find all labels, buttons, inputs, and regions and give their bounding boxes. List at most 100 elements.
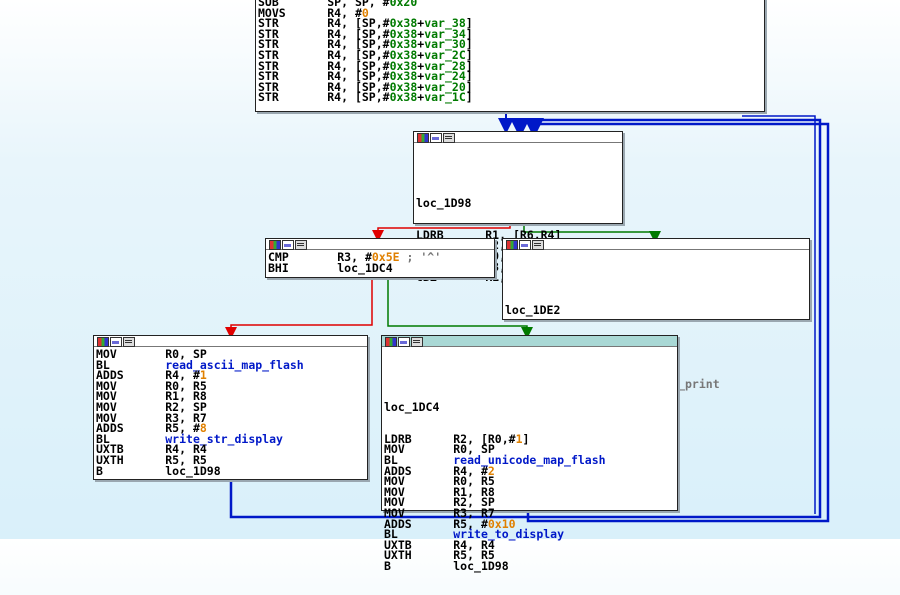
operand: R4, [SP,#: [327, 47, 390, 62]
instruction-row: MOV R0, SP: [96, 348, 365, 360]
instruction-row: MOV R3, R7: [96, 412, 365, 424]
edge-loop-to-cmp: [372, 222, 511, 242]
operand: ]: [522, 431, 530, 446]
instruction-row: MOV R0, R5: [96, 378, 365, 393]
mnemonic: BL: [96, 357, 166, 372]
mnemonic: STR: [258, 26, 328, 41]
operand: 0x10: [487, 516, 516, 531]
mnemonic: BL: [96, 431, 166, 446]
operand: R2, [R0,#: [453, 431, 516, 446]
instruction-row: STR R4, [SP,#0x38+var_24]: [258, 69, 762, 84]
mnemonic: MOV: [96, 389, 166, 404]
instruction-row: ADDS R4, #2: [384, 463, 675, 478]
operand: var_38: [424, 16, 466, 31]
operand: ]: [465, 69, 473, 84]
operand: R3, #: [337, 250, 372, 264]
operand: ]: [465, 26, 473, 41]
graph-icon: [417, 133, 429, 143]
operand: 0x38: [389, 58, 418, 73]
function-reference[interactable]: write_str_display: [165, 431, 283, 446]
operand: +: [417, 26, 425, 41]
operand: ]: [465, 37, 473, 52]
operand: R4, #: [165, 368, 200, 383]
operand: var_34: [424, 26, 466, 41]
operand: R4, [SP,#: [327, 69, 390, 84]
instruction-row: B loc_1D98: [96, 463, 365, 478]
edge-cmp-to-ascii: [225, 276, 373, 339]
operand: var_28: [424, 58, 466, 73]
instruction-row: ADDS R5, #8: [96, 421, 365, 436]
flow-edges: [225, 110, 830, 523]
instruction-row: LDRB R2, [R0,#1]: [384, 431, 675, 446]
function-reference[interactable]: read_ascii_map_flash: [165, 357, 304, 372]
operand: R1, R8: [453, 484, 495, 499]
picture-icon: [430, 133, 442, 143]
operand: R0, SP: [453, 442, 495, 457]
mnemonic: UXTH: [384, 548, 454, 563]
operand: 0x38: [389, 26, 418, 41]
instruction-row: UXTH R5, R5: [384, 548, 675, 563]
operand: R4, [SP,#: [327, 26, 390, 41]
graph-icon: [269, 240, 281, 250]
instruction-row: STR R4, [SP,#0x38+var_34]: [258, 26, 762, 41]
mnemonic: MOV: [384, 495, 454, 510]
instruction-row: MOV R0, R5: [384, 475, 675, 487]
edge-unicode-back-to-loop: [524, 118, 830, 523]
mnemonic: LDRB: [384, 431, 454, 446]
code-icon: [123, 337, 135, 347]
operand: R1, R8: [165, 389, 207, 404]
operand: R4, [SP,#: [327, 58, 390, 73]
operand: R4, [SP,#: [327, 90, 390, 105]
operand: R0, R5: [165, 378, 207, 393]
instruction-row: STR R4, [SP,#0x38+var_28]: [258, 58, 762, 73]
instruction-row: BL write_to_display: [384, 527, 675, 542]
code-icon: [443, 133, 455, 143]
operand: var_2C: [424, 47, 466, 62]
end-block-loc-1de2[interactable]: loc_1DE2 ADD SP, SP, #0x20POP.W {R4-R8,P…: [502, 238, 810, 390]
operand: 0x5E: [371, 250, 400, 264]
operand: 2: [487, 463, 495, 478]
operand: +: [417, 16, 425, 31]
mnemonic: UXTH: [96, 452, 166, 467]
operand: R4, [SP,#: [327, 79, 390, 94]
operand: loc_1D98: [453, 558, 509, 573]
operand: 0x38: [389, 79, 418, 94]
operand: R4, #: [327, 5, 362, 20]
mnemonic: LDRB: [416, 227, 486, 242]
operand: var_20: [424, 79, 466, 94]
operand: ; '^': [399, 250, 442, 264]
instruction-row: STR R4, [SP,#0x38+var_1C]: [258, 90, 762, 105]
loop-block-loc-1d98[interactable]: loc_1D98 LDRB R1, [R6,R4]MOVS R2, #4ADDS…: [413, 131, 623, 283]
mnemonic: MOV: [96, 378, 166, 393]
mnemonic: MOV: [384, 442, 454, 457]
edge-cmp-to-unicode: [387, 276, 533, 339]
instruction-row: B loc_1D98: [384, 558, 675, 573]
operand: 0x38: [389, 16, 418, 31]
operand: var_30: [424, 37, 466, 52]
instruction-row: MOV R1, R8: [96, 389, 365, 404]
operand: R4, R4: [165, 442, 207, 457]
graph-icon: [97, 337, 109, 347]
mnemonic: B: [96, 463, 166, 478]
function-reference[interactable]: write_to_display: [453, 527, 565, 542]
operand: R5, #: [165, 421, 200, 436]
mnemonic: SUB: [258, 0, 328, 9]
operand: 1: [515, 431, 523, 446]
instruction-row: UXTB R4, R4: [96, 442, 365, 457]
mnemonic: ADDS: [96, 368, 166, 383]
code-icon: [532, 240, 544, 250]
cmp-block[interactable]: CMP R3, #0x5E ; '^'BHI loc_1DC4: [265, 238, 495, 278]
function-reference[interactable]: read_unicode_map_flash: [453, 452, 606, 467]
instruction-row: LDRB R1, [R6,R4]: [416, 227, 620, 242]
instruction-row: CMP R3, #0x5E ; '^': [268, 250, 492, 264]
mnemonic: UXTB: [384, 537, 454, 552]
picture-icon: [519, 240, 531, 250]
mnemonic: ADDS: [384, 516, 454, 531]
instruction-row: STR R4, [SP,#0x38+var_38]: [258, 16, 762, 31]
instruction-row: BL write_str_display: [96, 431, 365, 446]
operand: ]: [465, 79, 473, 94]
